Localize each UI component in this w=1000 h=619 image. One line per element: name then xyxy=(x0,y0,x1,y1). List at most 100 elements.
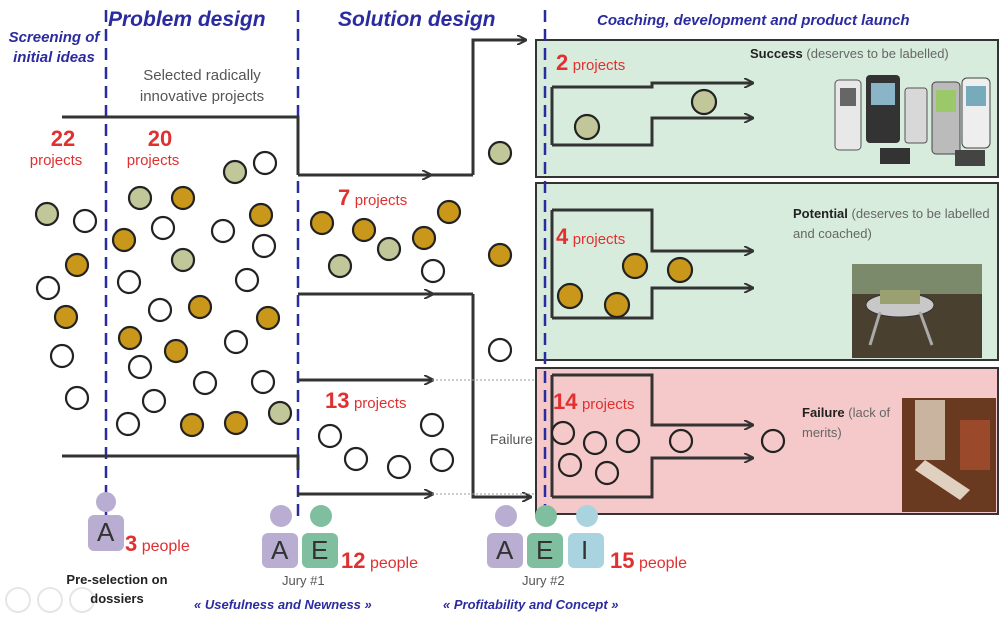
count-2: 2 projects xyxy=(556,50,626,75)
phase-solution-title: Solution design xyxy=(338,8,496,31)
project-circle xyxy=(666,256,694,284)
project-circle xyxy=(127,185,153,211)
jury1-caption: Jury #1 xyxy=(282,573,325,588)
avatar-letter: I xyxy=(581,535,589,565)
project-circle xyxy=(222,159,248,185)
project-circle xyxy=(255,305,281,331)
count-14: 14 projects xyxy=(553,389,635,414)
project-circle xyxy=(557,452,583,478)
avatar-letter: E xyxy=(311,535,329,565)
phase-problem-title: Problem design xyxy=(108,8,266,31)
project-circle xyxy=(317,423,343,449)
funnel-bottom-edge xyxy=(62,454,300,470)
project-circle xyxy=(35,275,61,301)
avatar-letter: A xyxy=(496,535,514,565)
count-4: 4 projects xyxy=(556,224,626,249)
funnel-top-edge xyxy=(62,115,300,175)
mid-to-failure xyxy=(471,294,530,497)
failure-inner-top xyxy=(552,373,752,425)
project-circle xyxy=(116,269,142,295)
project-circle xyxy=(250,369,276,395)
project-circle xyxy=(223,410,249,436)
project-circle xyxy=(621,252,649,280)
phase-screening-title: Screening of initial ideas xyxy=(8,29,100,66)
watermark-icon xyxy=(5,587,95,613)
potential-inner-top xyxy=(552,208,752,251)
project-circle xyxy=(420,258,446,284)
avatar-jury2-A xyxy=(487,505,523,568)
avatar-jury2-E xyxy=(527,505,563,568)
success-inner-bottom xyxy=(552,118,752,147)
count-7: 7 projects xyxy=(338,185,408,210)
failure-inner-bottom xyxy=(552,458,752,499)
avatar-jury1-A xyxy=(262,505,298,568)
project-circle xyxy=(487,242,513,268)
project-circle xyxy=(248,202,274,228)
project-circle xyxy=(615,428,641,454)
project-circle xyxy=(573,113,601,141)
project-circle xyxy=(111,227,137,253)
project-circle xyxy=(556,282,584,310)
project-circle xyxy=(179,412,205,438)
project-circle xyxy=(668,428,694,454)
project-circle xyxy=(170,185,196,211)
preselection-people: 3 people xyxy=(125,531,190,556)
project-circle xyxy=(376,236,402,262)
project-circle xyxy=(210,218,236,244)
project-circle xyxy=(582,430,608,456)
outcome-failure: Failure (lack of merits) xyxy=(802,405,891,440)
avatar-jury1-E xyxy=(302,505,338,568)
project-circle xyxy=(760,428,786,454)
jury1-criteria: « Usefulness and Newness » xyxy=(194,597,372,612)
count-22: 22 projects xyxy=(29,126,83,169)
project-circle xyxy=(603,291,631,319)
potential-inner-bottom xyxy=(552,288,752,320)
hand-tool-icon xyxy=(902,398,996,512)
project-circle xyxy=(487,337,513,363)
project-circle xyxy=(64,385,90,411)
table-lamp-icon xyxy=(852,264,982,358)
project-circle xyxy=(252,150,278,176)
project-circle xyxy=(386,454,412,480)
project-circle xyxy=(53,304,79,330)
preselection-caption: Pre-selection on dossiers xyxy=(66,572,168,606)
outcome-success: Success (deserves to be labelled) xyxy=(750,46,949,61)
project-circle xyxy=(429,447,455,473)
project-circle xyxy=(327,253,353,279)
outcome-potential: Potential (deserves to be labelled and c… xyxy=(793,206,990,241)
project-circle xyxy=(223,329,249,355)
count-13: 13 projects xyxy=(325,388,407,413)
avatar-letter: A xyxy=(271,535,289,565)
jury2-caption: Jury #2 xyxy=(522,573,565,588)
avatar-letter: A xyxy=(97,517,115,547)
project-circle xyxy=(163,338,189,364)
jury1-people: 12 people xyxy=(341,548,418,573)
jury2-people: 15 people xyxy=(610,548,687,573)
avatar-preselection-A xyxy=(88,492,124,551)
project-circle xyxy=(251,233,277,259)
phase-coaching-title: Coaching, development and product launch xyxy=(597,12,910,29)
project-circle xyxy=(141,388,167,414)
project-circle xyxy=(419,412,445,438)
jury2-criteria: « Profitability and Concept » xyxy=(443,597,619,612)
avatar-jury2-I xyxy=(568,505,604,568)
avatar-letter: E xyxy=(536,535,554,565)
project-circle xyxy=(49,343,75,369)
arrow-to-success-lane xyxy=(471,40,525,175)
project-circle xyxy=(309,210,335,236)
project-circle xyxy=(411,225,437,251)
project-circle xyxy=(343,446,369,472)
project-circle xyxy=(550,420,576,446)
project-circle xyxy=(117,325,143,351)
project-circle xyxy=(187,294,213,320)
project-circle xyxy=(115,411,141,437)
project-circle xyxy=(594,460,620,486)
project-circle xyxy=(192,370,218,396)
project-circle xyxy=(234,267,260,293)
project-circle xyxy=(34,201,60,227)
project-circle xyxy=(127,354,153,380)
project-circle xyxy=(64,252,90,278)
project-circle xyxy=(72,208,98,234)
project-circle xyxy=(267,400,293,426)
